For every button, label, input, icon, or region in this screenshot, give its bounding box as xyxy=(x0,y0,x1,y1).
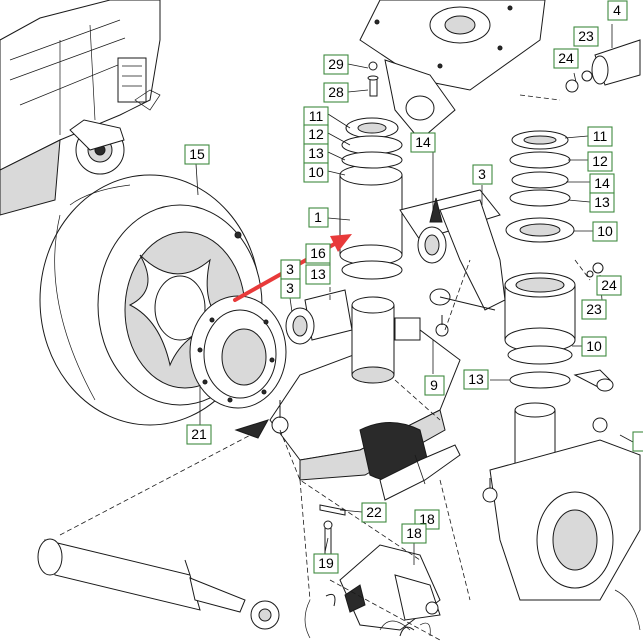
rotation-arrow-icon xyxy=(325,593,336,607)
callout-c12-b: 12 xyxy=(587,151,613,172)
callout-c3-a: 3 xyxy=(280,259,301,280)
callout-c10-c: 10 xyxy=(581,336,607,357)
callout-c15: 15 xyxy=(184,144,210,165)
callout-label: 13 xyxy=(594,194,610,210)
callout-label: 19 xyxy=(318,555,334,571)
callout-label: 23 xyxy=(586,301,602,317)
callout-label: 16 xyxy=(310,245,326,261)
callout-label: 4 xyxy=(613,2,621,18)
callout-c23-a: 23 xyxy=(573,26,599,47)
callout-label: 22 xyxy=(366,504,382,520)
callout-label: 3 xyxy=(286,280,294,296)
callout-label: 11 xyxy=(309,108,324,124)
callout-label: 10 xyxy=(597,223,613,239)
callout-label: 13 xyxy=(310,266,326,282)
pointer-arrow-icon xyxy=(429,197,443,223)
callout-c13-a: 13 xyxy=(305,264,331,285)
callout-c21: 21 xyxy=(186,424,212,445)
callout-label: 13 xyxy=(468,371,484,387)
callout-c13-b: 13 xyxy=(303,143,329,164)
callout-c10-b: 10 xyxy=(592,221,618,242)
callout-label: 12 xyxy=(592,153,608,169)
callout-label: 28 xyxy=(328,84,344,100)
callout-c14-a: 14 xyxy=(410,132,436,153)
top-housing xyxy=(359,0,546,141)
callout-c19: 19 xyxy=(313,553,339,574)
callout-label: 10 xyxy=(308,164,324,180)
callout-label: 15 xyxy=(189,146,205,162)
screws-28-29 xyxy=(367,61,379,97)
callout-label: 14 xyxy=(594,175,610,191)
gear-plate xyxy=(269,296,461,501)
callout-c22: 22 xyxy=(361,502,387,523)
callout-label: 24 xyxy=(558,50,574,66)
callout-c11-b: 11 xyxy=(587,126,613,147)
callout-label: 18 xyxy=(419,511,435,527)
shaft-tube xyxy=(285,289,353,345)
callout-c11-right-edge xyxy=(632,431,643,452)
callout-label: 10 xyxy=(586,338,602,354)
callout-c3-b: 3 xyxy=(280,278,301,299)
callout-c24-a: 24 xyxy=(553,48,579,69)
callout-label: 23 xyxy=(578,28,594,44)
callout-c4: 4 xyxy=(607,0,628,21)
callout-c13-d: 13 xyxy=(463,369,489,390)
steering-arm xyxy=(429,199,506,311)
callout-c28: 28 xyxy=(323,82,349,103)
callout-c24-b: 24 xyxy=(596,275,622,296)
callout-c11-a: 11 xyxy=(303,106,329,127)
callout-label: 1 xyxy=(314,209,322,225)
callout-label: 14 xyxy=(415,134,431,150)
steering-knuckle xyxy=(482,369,641,631)
wheel-hub xyxy=(189,295,287,409)
callout-label: 12 xyxy=(308,126,324,142)
callout-label: 29 xyxy=(328,56,344,72)
callout-c23-b: 23 xyxy=(581,299,607,320)
callout-label: 11 xyxy=(593,128,608,144)
callout-c16: 16 xyxy=(305,243,331,264)
callout-c29: 29 xyxy=(323,54,349,75)
bottom-bracket xyxy=(304,504,441,639)
callout-label: 3 xyxy=(478,166,486,182)
callout-c10-a: 10 xyxy=(303,162,329,183)
callout-c18-b: 18 xyxy=(401,523,427,544)
callout-c14-b: 14 xyxy=(589,173,615,194)
right-bearing-stack xyxy=(504,130,576,389)
callout-label: 21 xyxy=(191,426,207,442)
pointer-arrow-icon xyxy=(234,419,270,439)
pointer-arrows xyxy=(234,197,443,637)
callout-c12-a: 12 xyxy=(303,124,329,145)
callout-c13-c: 13 xyxy=(589,192,615,213)
truck-frame xyxy=(0,0,161,216)
highlight-arrow-icon xyxy=(330,234,352,252)
callout-c3-c: 3 xyxy=(472,164,493,185)
callout-label: 3 xyxy=(286,261,294,277)
callout-label: 13 xyxy=(308,145,324,161)
rotation-arrow-icon xyxy=(399,626,415,637)
callout-label: 18 xyxy=(406,525,422,541)
callout-c9: 9 xyxy=(424,375,445,396)
callout-label: 9 xyxy=(430,377,438,393)
pin-assembly xyxy=(565,39,641,278)
hydraulic-cylinder xyxy=(37,538,280,630)
callout-label: 24 xyxy=(601,277,617,293)
callout-c1: 1 xyxy=(308,207,329,228)
